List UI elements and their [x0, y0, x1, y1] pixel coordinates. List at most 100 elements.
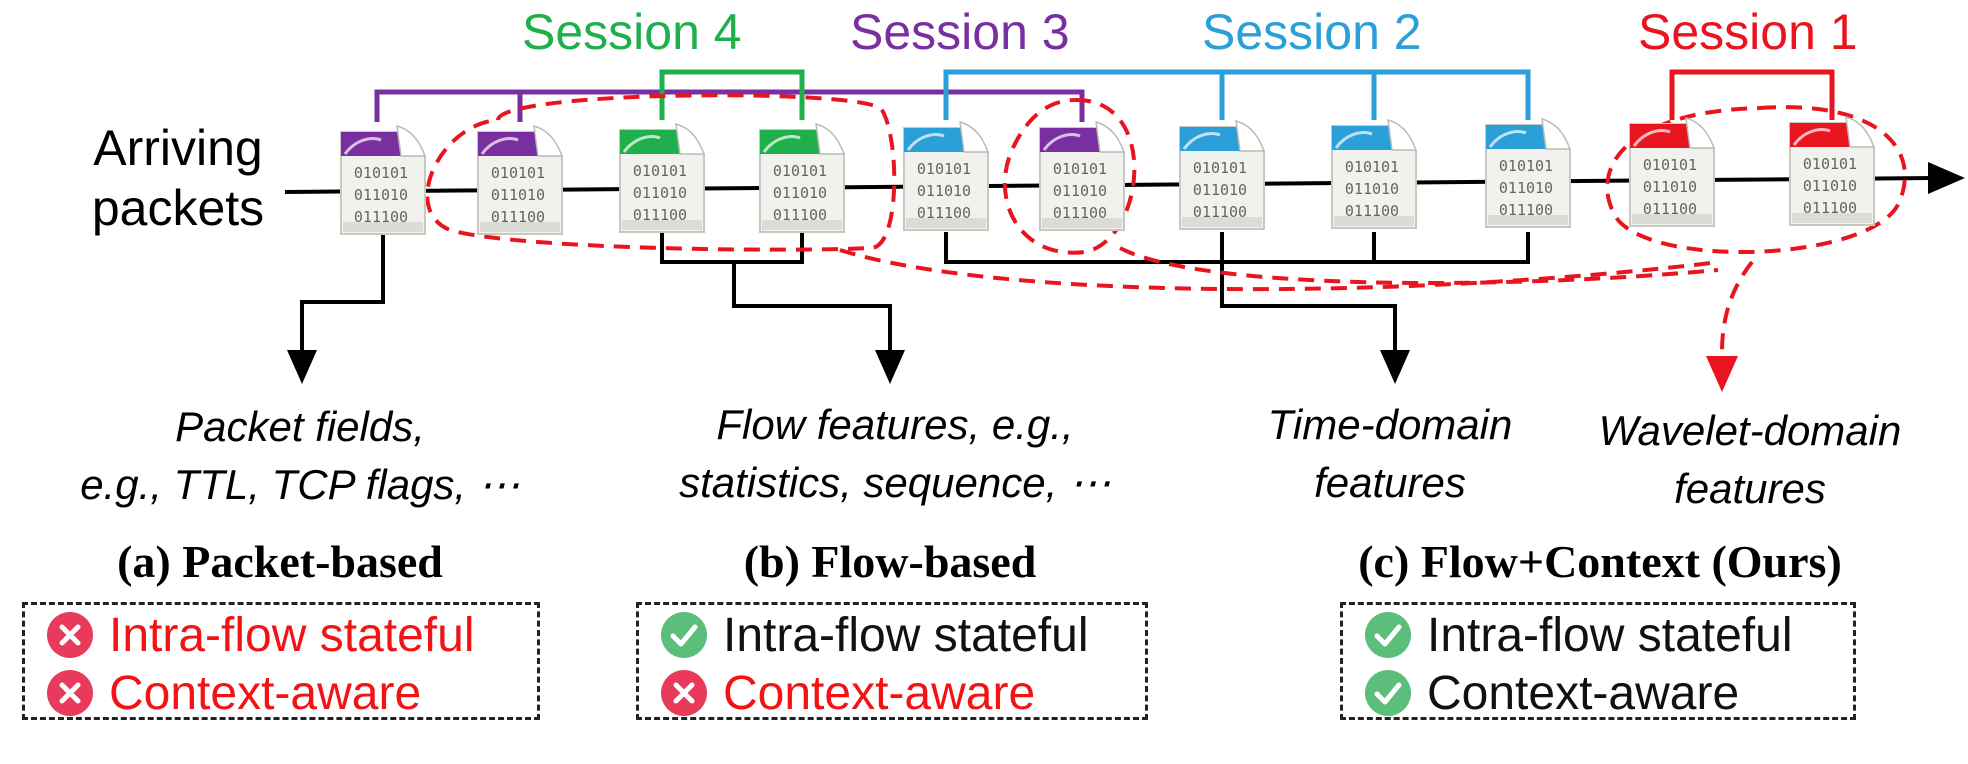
packet-icon: 010101 011010 011100 — [1789, 115, 1876, 226]
packet-icon: 010101 011010 011100 — [1331, 118, 1418, 229]
time-features-text: Time-domain features — [1240, 396, 1540, 512]
packet-bits-text: 011100 — [633, 206, 687, 224]
context-curve-2 — [1119, 246, 1719, 285]
wavelet-features-line2: features — [1674, 465, 1826, 512]
flow-features-line1: Flow features, e.g., — [716, 401, 1074, 448]
category-c-item-2-label: Context-aware — [1427, 666, 1740, 720]
packet-bits-text: 011010 — [1803, 177, 1857, 195]
packet-bits-text: 011100 — [1803, 199, 1857, 217]
category-b-item-2: Context-aware — [661, 663, 1035, 723]
packet-icon: 010101 011010 011100 — [1039, 120, 1126, 231]
cross-circle-icon — [661, 670, 707, 716]
packet-bits-text: 011100 — [1345, 202, 1399, 220]
packet-group: 010101 011010 011100 010101 011010 011100 0101… — [340, 115, 1876, 235]
category-c-item-1-label: Intra-flow stateful — [1427, 608, 1793, 662]
packet-bits-text: 011010 — [633, 184, 687, 202]
check-circle-icon — [1365, 670, 1411, 716]
packet-bits-text: 011010 — [1053, 182, 1107, 200]
packet-bits-text: 010101 — [917, 160, 971, 178]
context-curve-1 — [839, 248, 1721, 292]
category-c-item-1: Intra-flow stateful — [1365, 605, 1792, 665]
packet-icon: 010101 011010 011100 — [1179, 119, 1266, 230]
session-1-label: Session 1 — [1638, 4, 1858, 60]
packet-bits-text: 010101 — [1803, 155, 1857, 173]
check-circle-icon — [661, 612, 707, 658]
packet-bits-text: 011010 — [1345, 180, 1399, 198]
category-c-item-2: Context-aware — [1365, 663, 1739, 723]
category-b-item-1-label: Intra-flow stateful — [723, 608, 1089, 662]
packet-bits-text: 011010 — [917, 182, 971, 200]
packet-bits-text: 010101 — [1499, 157, 1553, 175]
packet-bits-text: 011100 — [1643, 200, 1697, 218]
time-feature-connector — [944, 232, 1530, 372]
packet-icon: 010101 011010 011100 — [619, 122, 706, 233]
category-c-title: (c) Flow+Context (Ours) — [1358, 536, 1842, 587]
packet-bits-text: 011010 — [1499, 179, 1553, 197]
category-a-item-2-label: Context-aware — [109, 666, 422, 720]
category-b-item-2-label: Context-aware — [723, 666, 1036, 720]
packet-bits-text: 011100 — [1499, 201, 1553, 219]
packet-bits-text: 010101 — [633, 162, 687, 180]
packet-bits-text: 011100 — [354, 208, 408, 226]
wavelet-features-text: Wavelet-domain features — [1560, 402, 1940, 518]
category-a-properties: Intra-flow stateful Context-aware — [22, 602, 540, 720]
packet-features-text: Packet fields, e.g., TTL, TCP flags, ⋯ — [40, 398, 560, 514]
session-2-bracket — [943, 69, 1531, 120]
packet-bits-text: 011100 — [917, 204, 971, 222]
time-features-line1: Time-domain — [1267, 401, 1513, 448]
category-a-item-1-label: Intra-flow stateful — [109, 608, 475, 662]
category-a-item-1: Intra-flow stateful — [47, 605, 474, 665]
packet-icon: 010101 011010 011100 — [340, 124, 427, 235]
arriving-label-line1: Arriving — [93, 120, 263, 176]
arriving-label-line2: packets — [91, 180, 265, 236]
category-a-title: (a) Packet-based — [117, 536, 443, 587]
session-4-label: Session 4 — [522, 4, 742, 60]
time-features-line2: features — [1314, 459, 1466, 506]
packet-icon: 010101 011010 011100 — [759, 122, 846, 233]
packet-bits-text: 011010 — [354, 186, 408, 204]
category-b-properties: Intra-flow stateful Context-aware — [636, 602, 1148, 720]
timeline-arrowhead — [1928, 162, 1965, 194]
category-b-item-1: Intra-flow stateful — [661, 605, 1088, 665]
session-3-bracket — [374, 89, 1085, 122]
packet-bits-text: 010101 — [1193, 159, 1247, 177]
packet-features-line1: Packet fields, — [175, 403, 425, 450]
packet-bits-text: 010101 — [491, 164, 545, 182]
session-1-highlight-ellipse — [1605, 105, 1907, 254]
wavelet-feature-arrowhead — [1706, 356, 1738, 392]
time-feature-arrowhead — [1380, 350, 1410, 384]
context-highlights — [425, 93, 1907, 392]
cross-circle-icon — [47, 612, 93, 658]
packet-bits-text: 010101 — [1345, 158, 1399, 176]
context-curve-down — [1720, 260, 1754, 353]
packet-icon: 010101 011010 011100 — [1629, 116, 1716, 227]
flow-feature-arrowhead — [875, 350, 905, 384]
packet-bits-text: 011100 — [1193, 203, 1247, 221]
packet-bits-text: 010101 — [1053, 160, 1107, 178]
packet-bits-text: 011100 — [1053, 204, 1107, 222]
packet-bits-text: 010101 — [1643, 156, 1697, 174]
packet-icon: 010101 011010 011100 — [1485, 117, 1572, 228]
session-2-label: Session 2 — [1202, 4, 1422, 60]
packet-feature-connector — [300, 232, 385, 372]
category-b-title: (b) Flow-based — [743, 536, 1037, 587]
session-3-highlight-ellipse — [1002, 97, 1137, 255]
arriving-packets-label: Arriving packets — [78, 118, 278, 238]
flow-features-text: Flow features, e.g., statistics, sequenc… — [630, 396, 1160, 512]
packet-feature-arrowhead — [287, 350, 317, 384]
packet-bits-text: 010101 — [773, 162, 827, 180]
flow-feature-connector — [660, 232, 892, 372]
packet-bits-text: 010101 — [354, 164, 408, 182]
packet-bits-text: 011010 — [773, 184, 827, 202]
packet-bits-text: 011100 — [491, 208, 545, 226]
session-1-bracket — [1669, 69, 1835, 120]
packet-bits-text: 011100 — [773, 206, 827, 224]
packet-bits-text: 011010 — [1643, 178, 1697, 196]
check-circle-icon — [1365, 612, 1411, 658]
category-a-item-2: Context-aware — [47, 663, 421, 723]
session-4-highlight-ellipse — [425, 93, 897, 252]
packet-bits-text: 011010 — [1193, 181, 1247, 199]
